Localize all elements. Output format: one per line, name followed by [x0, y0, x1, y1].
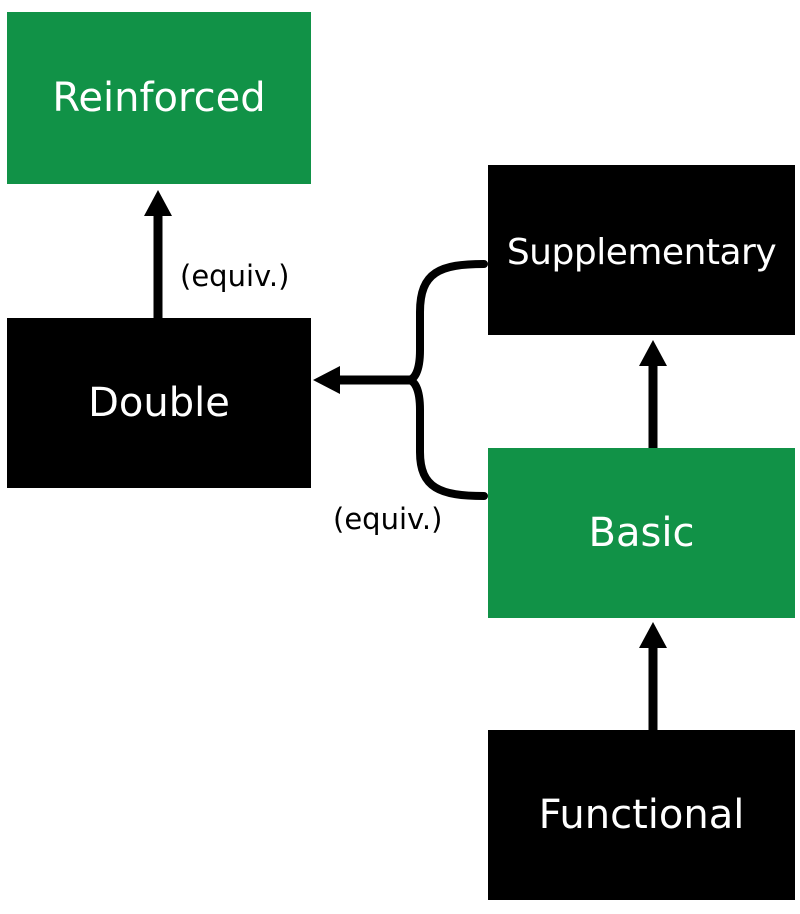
node-double: Double [7, 318, 311, 488]
arrowhead-reinforced [144, 190, 172, 216]
node-supplementary: Supplementary [488, 165, 795, 335]
node-double-label: Double [88, 380, 230, 426]
node-reinforced: Reinforced [7, 12, 311, 184]
node-functional-label: Functional [538, 792, 745, 838]
arrowhead-double [313, 366, 340, 394]
edge-label-equiv-bottom: (equiv.) [333, 502, 443, 536]
node-reinforced-label: Reinforced [52, 75, 266, 121]
node-basic-label: Basic [588, 510, 695, 556]
node-basic: Basic [488, 448, 795, 618]
node-functional: Functional [488, 730, 795, 900]
node-supplementary-label: Supplementary [506, 232, 777, 273]
merge-brace [407, 260, 488, 500]
arrowhead-basic [639, 622, 667, 648]
edge-label-equiv-top: (equiv.) [180, 259, 290, 293]
arrowhead-supplementary [639, 340, 667, 366]
